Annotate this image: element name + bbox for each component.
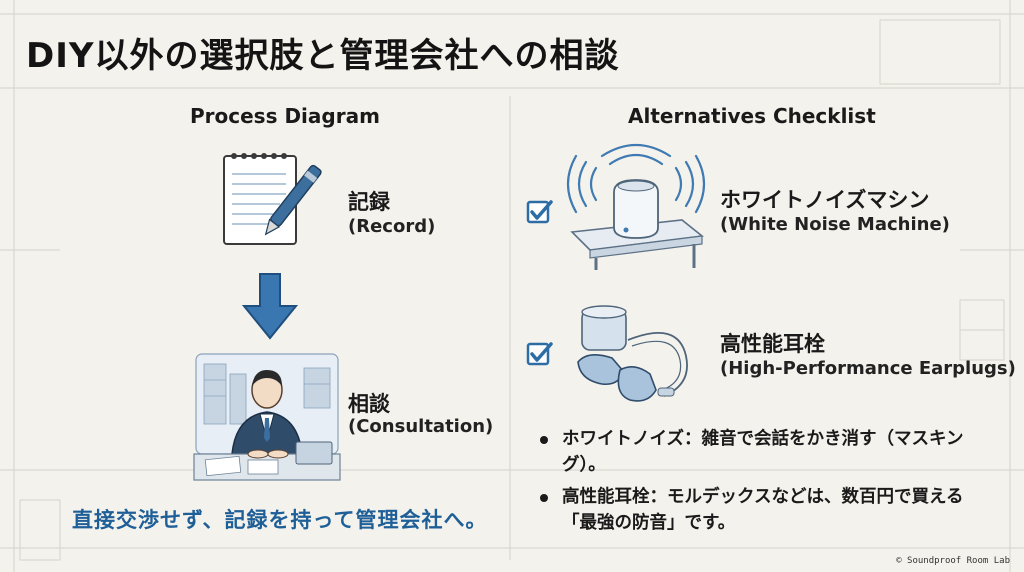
- note-white-noise: ホワイトノイズ：雑音で会話をかき消す（マスキング）。: [562, 429, 964, 475]
- notes-list: ホワイトノイズ：雑音で会話をかき消す（マスキング）。 高性能耳栓：モルデックスな…: [534, 426, 974, 542]
- copyright-label: © Soundproof Room Lab: [896, 556, 1010, 566]
- white-noise-machine-subtitle: (White Noise Machine): [720, 214, 950, 235]
- consultant-at-desk-icon: [193, 353, 341, 481]
- white-noise-machine-title: ホワイトノイズマシン: [720, 188, 930, 212]
- step-record-title: 記録: [348, 190, 390, 214]
- bullet-icon: [540, 494, 548, 502]
- checked-checkbox-icon: [526, 342, 553, 366]
- alternatives-checklist-heading: Alternatives Checklist: [628, 104, 876, 128]
- earplugs-subtitle: (High-Performance Earplugs): [720, 358, 1016, 379]
- step-record-subtitle: (Record): [348, 216, 436, 237]
- note-earplugs: 高性能耳栓：モルデックスなどは、数百円で買える「最強の防音」です。: [562, 487, 964, 533]
- bullet-icon: [540, 436, 548, 444]
- checked-checkbox-icon: [526, 200, 553, 224]
- list-item: ホワイトノイズ：雑音で会話をかき消す（マスキング）。: [534, 426, 974, 478]
- step-consultation-subtitle: (Consultation): [348, 416, 494, 437]
- earplugs-title: 高性能耳栓: [720, 332, 825, 356]
- step-consultation-title: 相談: [348, 392, 390, 416]
- earplugs-icon: [577, 305, 688, 402]
- page-title: DIY以外の選択肢と管理会社への相談: [26, 36, 620, 76]
- list-item: 高性能耳栓：モルデックスなどは、数百円で買える「最強の防音」です。: [534, 484, 974, 536]
- arrow-down-icon: [241, 273, 299, 340]
- footer-note: 直接交渉せず、記録を持って管理会社へ。: [72, 508, 488, 532]
- white-noise-machine-icon: [566, 144, 706, 270]
- notepad-pen-icon: [223, 153, 322, 245]
- process-diagram-heading: Process Diagram: [190, 104, 380, 128]
